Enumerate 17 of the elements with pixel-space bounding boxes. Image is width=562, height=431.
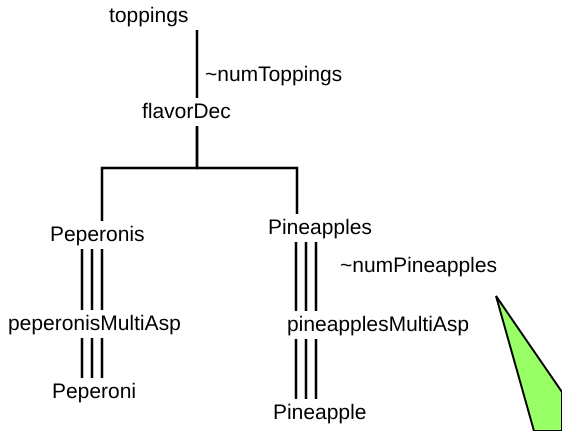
node-label: peperonisMultiAsp: [8, 312, 181, 336]
connector-line: [80, 248, 104, 312]
connector-line: [196, 30, 198, 98]
edge-label: ~numToppings: [205, 63, 342, 87]
node-label: Pineapples: [268, 216, 372, 240]
node-label: pineapplesMultiAsp: [287, 313, 470, 337]
connector-line: [294, 338, 318, 400]
node-label: toppings: [109, 4, 188, 28]
connector-line: [294, 240, 318, 312]
node-label: Peperoni: [52, 380, 136, 404]
connector-line: [196, 126, 298, 214]
connector-line: [80, 336, 104, 380]
callout-pointer: [495, 295, 562, 431]
edge-label: ~numPineapples: [340, 254, 498, 278]
node-label: Pineapple: [273, 401, 366, 425]
node-label: Peperonis: [50, 223, 145, 247]
node-label: flavorDec: [142, 100, 231, 124]
